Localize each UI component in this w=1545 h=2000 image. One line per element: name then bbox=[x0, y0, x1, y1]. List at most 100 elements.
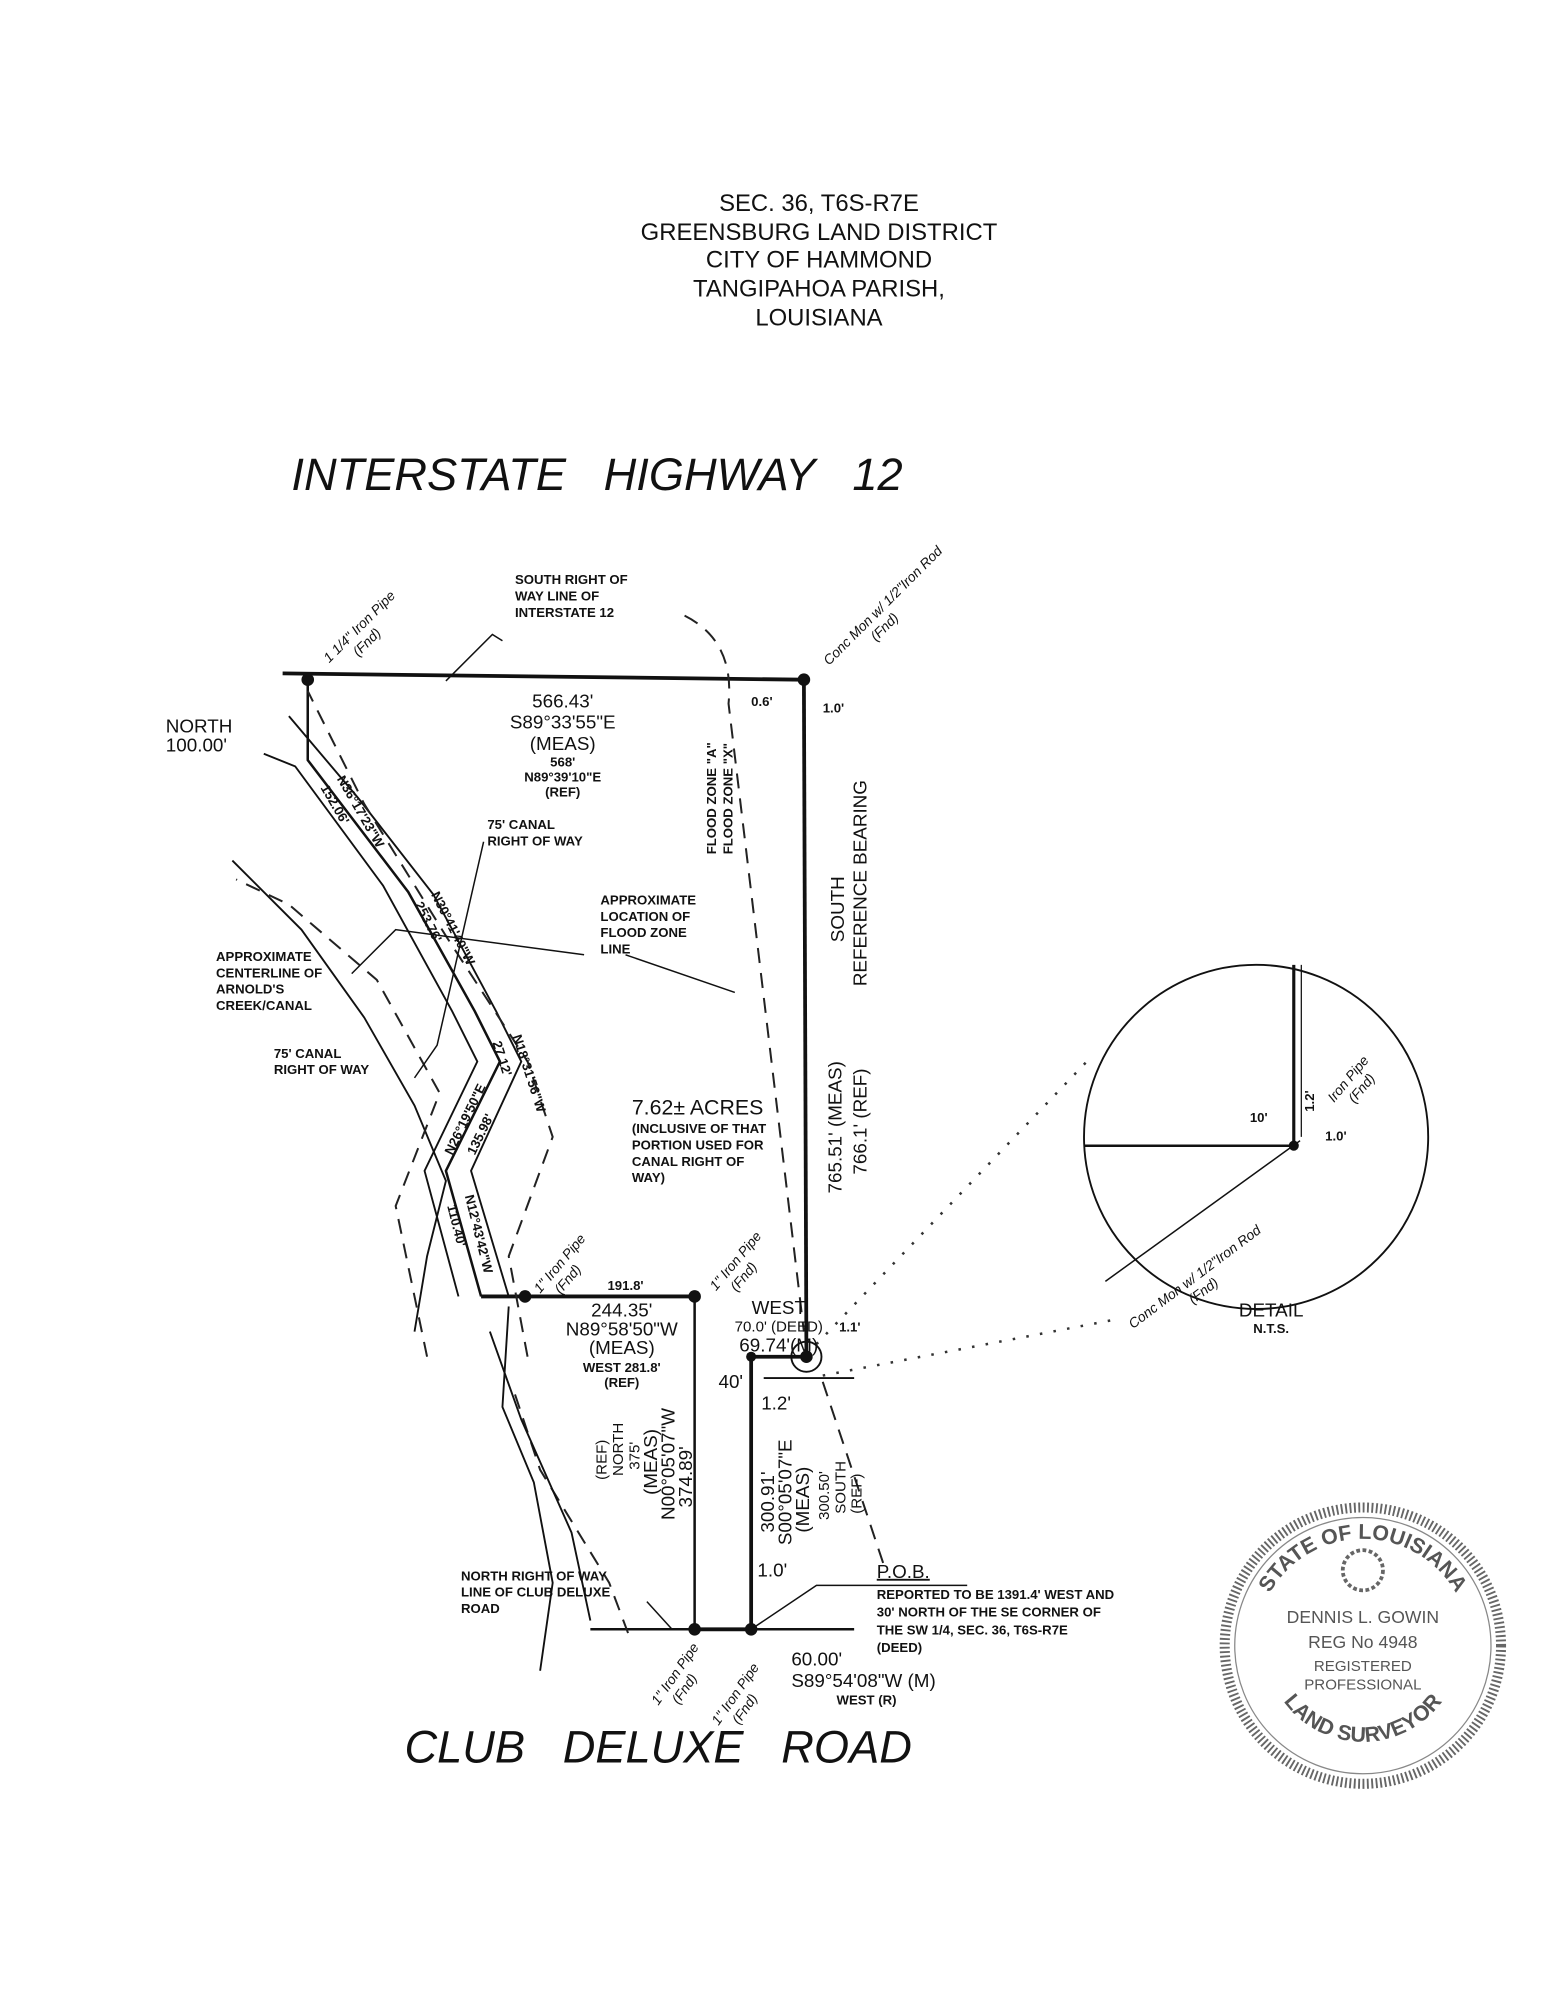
detail-offset: 10' bbox=[1250, 1110, 1268, 1125]
note-line: CENTERLINE OF bbox=[216, 965, 322, 980]
mid-bearing: N89°58'50"W bbox=[566, 1318, 678, 1339]
mid-distance: 244.35' bbox=[591, 1300, 652, 1321]
header-line: GREENSBURG LAND DISTRICT bbox=[641, 219, 998, 246]
mid-ref: (REF) bbox=[604, 1375, 639, 1390]
call-ref-bearing: SOUTH bbox=[832, 1461, 849, 1514]
road-name-south: CLUB DELUXE ROAD bbox=[404, 1721, 911, 1772]
property-boundary bbox=[231, 614, 1119, 1671]
call-ref-distance: 375' bbox=[626, 1442, 643, 1470]
monument-ne: Conc Mon w/ 1/2"Iron Rod (Fnd) bbox=[820, 542, 946, 668]
top-meas: (MEAS) bbox=[530, 733, 596, 754]
detail-inset: 10' 1.2' 1.0' Iron Pipe (Fnd) Conc Mon w… bbox=[1083, 963, 1430, 1336]
note-line: WAY LINE OF bbox=[515, 589, 599, 604]
note-line: NORTH RIGHT OF WAY bbox=[461, 1568, 607, 1583]
detail-offset: 1.2' bbox=[1302, 1090, 1317, 1111]
monument: 1" Iron Pipe (Fnd) bbox=[648, 1640, 702, 1708]
seal-text: REGISTERED bbox=[1314, 1658, 1412, 1675]
note-line: LOCATION OF bbox=[600, 909, 690, 924]
pob-note: REPORTED TO BE 1391.4' WEST AND 30' NORT… bbox=[877, 1587, 1114, 1655]
monument-label: Conc Mon w/ 1/2"Iron Rod bbox=[820, 542, 946, 668]
note-line: THE SW 1/4, SEC. 36, T6S-R7E bbox=[877, 1622, 1068, 1637]
flood-zone-x-label: FLOOD ZONE "X" bbox=[720, 743, 735, 854]
acreage: 7.62± ACRES bbox=[632, 1095, 764, 1119]
note-line: REPORTED TO BE 1391.4' WEST AND bbox=[877, 1587, 1114, 1602]
canal-row-label: 75' CANAL bbox=[274, 1046, 342, 1061]
top-ref-distance: 568' bbox=[550, 754, 575, 769]
header-line: SEC. 36, T6S-R7E bbox=[719, 190, 919, 217]
call-meas: (MEAS) bbox=[640, 1429, 661, 1495]
leader-lines bbox=[351, 633, 968, 1630]
note-line: 30' NORTH OF THE SE CORNER OF bbox=[877, 1605, 1101, 1620]
note-line: APPROXIMATE bbox=[600, 893, 696, 908]
east-distance-meas: 765.51' (MEAS) bbox=[825, 1061, 846, 1193]
west-line-calls: N00°05'07"W 374.89' (MEAS) 375' NORTH (R… bbox=[594, 1408, 696, 1520]
note-line: (INCLUSIVE OF THAT bbox=[632, 1121, 766, 1136]
call-bearing: N00°05'07"W bbox=[658, 1408, 679, 1520]
call-distance: 374.89' bbox=[675, 1446, 696, 1507]
header-line: TANGIPAHOA PARISH, bbox=[693, 276, 945, 303]
call-north-dist: 100.00' bbox=[166, 734, 227, 755]
call-meas: (MEAS) bbox=[792, 1467, 813, 1533]
offset-label: 1.1' bbox=[839, 1320, 860, 1335]
call-distance: 300.91' bbox=[757, 1471, 778, 1532]
top-bearing: S89°33'55"E bbox=[510, 712, 616, 733]
note-line: CANAL RIGHT OF bbox=[632, 1154, 744, 1169]
south-ref-label: SOUTH bbox=[827, 876, 848, 942]
west-call: WEST bbox=[752, 1297, 807, 1318]
svg-text:LAND SURVEYOR: LAND SURVEYOR bbox=[1279, 1689, 1446, 1747]
centerline-note: APPROXIMATE CENTERLINE OF ARNOLD'S CREEK… bbox=[216, 949, 322, 1013]
flood-line-note: APPROXIMATE LOCATION OF FLOOD ZONE LINE bbox=[600, 893, 696, 957]
call-bearing: S00°05'07"E bbox=[774, 1439, 795, 1545]
mid-meas: (MEAS) bbox=[589, 1337, 655, 1358]
west-deed: 70.0' (DEED) bbox=[735, 1319, 823, 1336]
note-line: CREEK/CANAL bbox=[216, 998, 312, 1013]
header-line: CITY OF HAMMOND bbox=[706, 247, 932, 274]
offset-label: 1.0' bbox=[757, 1560, 787, 1581]
note-line: APPROXIMATE bbox=[216, 949, 312, 964]
north-row-note: NORTH RIGHT OF WAY LINE OF CLUB DELUXE R… bbox=[461, 1568, 610, 1616]
note-line: INTERSTATE 12 bbox=[515, 605, 614, 620]
note-line: LINE OF CLUB DELUXE bbox=[461, 1585, 610, 1600]
svg-text:STATE OF LOUISIANA: STATE OF LOUISIANA bbox=[1254, 1520, 1472, 1596]
offset-label: 1.2' bbox=[761, 1392, 791, 1413]
seal-text: PROFESSIONAL bbox=[1304, 1677, 1421, 1694]
note-line: ARNOLD'S bbox=[216, 982, 284, 997]
canal-row-label: RIGHT OF WAY bbox=[274, 1062, 370, 1077]
top-ref-bearing: N89°39'10"E bbox=[524, 769, 601, 784]
note-line: SOUTH RIGHT OF bbox=[515, 572, 628, 587]
bottom-bearing: S89°54'08"W (M) bbox=[791, 1670, 935, 1691]
south-row-note: SOUTH RIGHT OF WAY LINE OF INTERSTATE 12 bbox=[515, 572, 628, 620]
top-ref: (REF) bbox=[545, 785, 580, 800]
call-north: NORTH bbox=[166, 715, 233, 736]
offset-label: 40' bbox=[718, 1371, 743, 1392]
monument: 1" Iron Pipe (Fnd) bbox=[706, 1228, 765, 1294]
bottom-ref: WEST (R) bbox=[837, 1693, 897, 1708]
top-distance: 566.43' bbox=[532, 690, 593, 711]
call-ref-bearing: NORTH bbox=[610, 1423, 627, 1476]
seal-text: LAND SURVEYOR bbox=[1279, 1689, 1446, 1747]
call-ref: (REF) bbox=[849, 1474, 866, 1514]
plat-header: SEC. 36, T6S-R7E GREENSBURG LAND DISTRIC… bbox=[641, 190, 998, 331]
detail-mon: Conc Mon w/ 1/2"Iron Rod (Fnd) bbox=[1125, 1221, 1265, 1332]
offset-label: 0.6' bbox=[751, 694, 772, 709]
call-ref-distance: 300.50' bbox=[816, 1471, 833, 1520]
seal-name: DENNIS L. GOWIN bbox=[1287, 1607, 1439, 1627]
seal-text: STATE OF LOUISIANA bbox=[1254, 1520, 1472, 1596]
bottom-distance: 60.00' bbox=[791, 1649, 842, 1670]
detail-pipe: Iron Pipe (Fnd) bbox=[1324, 1052, 1378, 1106]
note-line: (DEED) bbox=[877, 1640, 922, 1655]
road-name-north: INTERSTATE HIGHWAY 12 bbox=[291, 449, 902, 500]
detail-offset: 1.0' bbox=[1325, 1129, 1346, 1144]
acreage-note: 7.62± ACRES (INCLUSIVE OF THAT PORTION U… bbox=[632, 1095, 766, 1185]
detail-subtitle: N.T.S. bbox=[1253, 1321, 1289, 1336]
monument-nw: 1 1/4" Iron Pipe (Fnd) bbox=[320, 587, 398, 665]
pob-label: P.O.B. bbox=[877, 1561, 930, 1582]
mid-ref: WEST 281.8' bbox=[583, 1360, 661, 1375]
canal-row-label: RIGHT OF WAY bbox=[487, 834, 583, 849]
header-line: LOUISIANA bbox=[755, 304, 882, 331]
east-distance-ref: 766.1' (REF) bbox=[850, 1068, 871, 1174]
mid-distance-part: 191.8' bbox=[607, 1278, 643, 1293]
canal-row-label: 75' CANAL bbox=[487, 817, 555, 832]
detail-title: DETAIL bbox=[1239, 1300, 1304, 1321]
note-line: ROAD bbox=[461, 1601, 500, 1616]
